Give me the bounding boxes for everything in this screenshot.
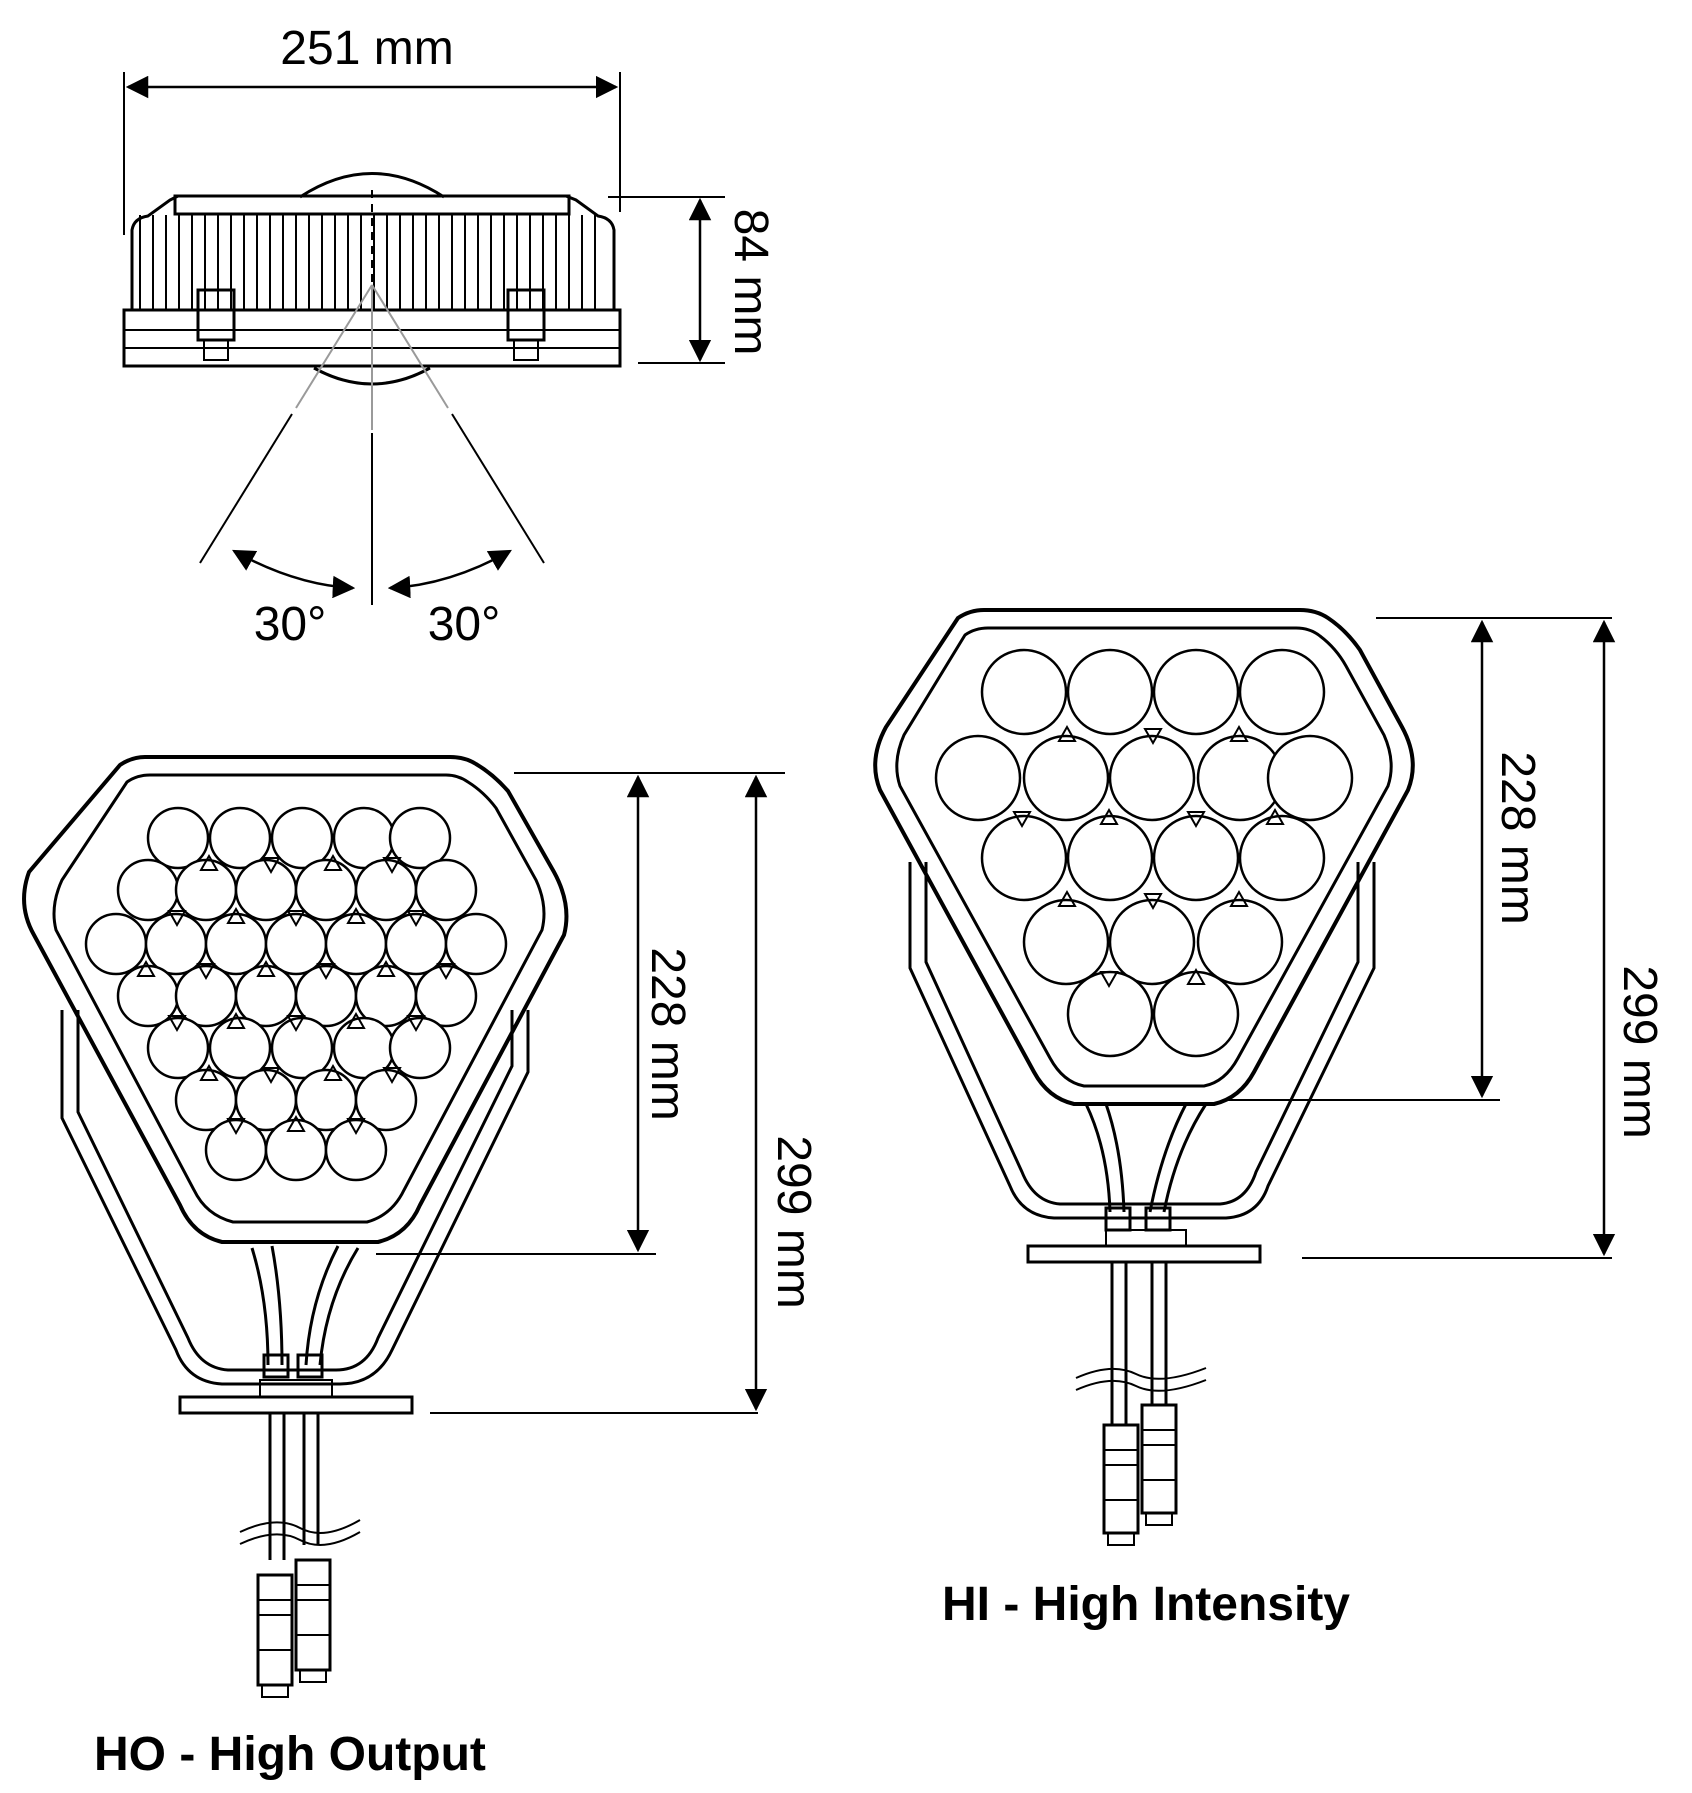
angle-left-label: 30° bbox=[254, 598, 327, 651]
ho-led-circle bbox=[324, 1118, 388, 1182]
hi-led-marker bbox=[1099, 807, 1119, 825]
hi-led-circle bbox=[1022, 898, 1110, 986]
ho-inner-height-label: 228 mm bbox=[641, 947, 694, 1120]
hi-led-circle bbox=[1196, 898, 1284, 986]
ho-led-marker bbox=[323, 1063, 343, 1081]
hi-led-circle bbox=[1238, 648, 1326, 736]
hi-caption: HI - High Intensity bbox=[942, 1578, 1350, 1631]
ho-led-marker bbox=[286, 910, 306, 928]
hi-led-marker bbox=[1229, 724, 1249, 742]
hi-led-marker bbox=[1265, 807, 1285, 825]
ho-view bbox=[22, 755, 569, 1698]
ho-led-marker bbox=[261, 1067, 281, 1085]
hi-led-circle bbox=[1066, 814, 1154, 902]
ho-led-marker bbox=[316, 963, 336, 981]
ho-led-marker bbox=[346, 906, 366, 924]
hi-led-marker bbox=[1229, 889, 1249, 907]
ho-led-circle bbox=[208, 806, 272, 870]
hi-led-circle bbox=[1022, 734, 1110, 822]
ho-led-marker bbox=[376, 959, 396, 977]
ho-led-circle bbox=[414, 858, 478, 922]
ho-led-circle bbox=[388, 1016, 452, 1080]
angle-right-label: 30° bbox=[428, 598, 501, 651]
ho-led-circle bbox=[84, 912, 148, 976]
ho-led-marker bbox=[323, 853, 343, 871]
ho-caption: HO - High Output bbox=[94, 1728, 486, 1781]
hi-led-marker bbox=[1057, 889, 1077, 907]
ho-led-marker bbox=[406, 1015, 426, 1033]
ho-led-marker bbox=[286, 1114, 306, 1132]
hi-led-marker bbox=[1186, 967, 1206, 985]
hi-led-marker bbox=[1143, 728, 1163, 746]
hi-led-marker bbox=[1057, 724, 1077, 742]
hi-led-circle bbox=[1152, 648, 1240, 736]
ho-led-circle bbox=[444, 912, 508, 976]
ho-led-marker bbox=[286, 1015, 306, 1033]
ho-led-circle bbox=[414, 964, 478, 1028]
hi-led-circle bbox=[1266, 734, 1354, 822]
ho-led-marker bbox=[196, 963, 216, 981]
ho-led-marker bbox=[226, 1118, 246, 1136]
ho-led-marker bbox=[167, 1015, 187, 1033]
ho-led-circle bbox=[264, 1118, 328, 1182]
hi-led-circle bbox=[1238, 814, 1326, 902]
hi-led-circle bbox=[1066, 648, 1154, 736]
ho-led-marker bbox=[199, 853, 219, 871]
ho-led-marker bbox=[436, 963, 456, 981]
ho-led-circle bbox=[204, 1118, 268, 1182]
hi-led-circle bbox=[980, 648, 1068, 736]
ho-total-height-label: 299 mm bbox=[767, 1135, 820, 1308]
height-label: 84 mm bbox=[724, 209, 777, 356]
ho-led-circle bbox=[208, 1016, 272, 1080]
width-dimension: 251 mm bbox=[123, 22, 621, 235]
hi-total-height-label: 299 mm bbox=[1613, 965, 1666, 1138]
hi-view bbox=[873, 608, 1415, 1546]
hi-dimensions: 228 mm 299 mm HI - High Intensity bbox=[942, 617, 1666, 1631]
ho-led-marker bbox=[226, 906, 246, 924]
hi-inner-height-label: 228 mm bbox=[1491, 751, 1544, 924]
hi-led-circle bbox=[1108, 734, 1196, 822]
ho-led-marker bbox=[199, 1063, 219, 1081]
ho-led-marker bbox=[226, 1011, 246, 1029]
ho-led-marker bbox=[256, 959, 276, 977]
hi-led-array bbox=[934, 648, 1354, 1058]
ho-led-circle bbox=[146, 806, 210, 870]
ho-dimensions: 228 mm 299 mm HO - High Output bbox=[94, 772, 820, 1781]
hi-led-marker bbox=[1012, 811, 1032, 829]
ho-led-marker bbox=[382, 857, 402, 875]
hi-led-circle bbox=[980, 814, 1068, 902]
hi-led-marker bbox=[1099, 971, 1119, 989]
side-view bbox=[122, 172, 622, 400]
ho-led-circle bbox=[270, 806, 334, 870]
ho-led-marker bbox=[261, 857, 281, 875]
heatsink-fins bbox=[139, 215, 596, 310]
ho-led-marker bbox=[382, 1067, 402, 1085]
hi-led-marker bbox=[1143, 893, 1163, 911]
ho-led-marker bbox=[346, 1118, 366, 1136]
ho-led-marker bbox=[346, 1011, 366, 1029]
ho-led-array bbox=[84, 806, 508, 1182]
ho-led-marker bbox=[167, 910, 187, 928]
width-label: 251 mm bbox=[280, 22, 453, 75]
ho-led-marker bbox=[406, 910, 426, 928]
hi-led-circle bbox=[1152, 814, 1240, 902]
beam-angle: 30° 30° bbox=[199, 284, 545, 651]
hi-led-circle bbox=[934, 734, 1022, 822]
ho-led-circle bbox=[388, 806, 452, 870]
hi-led-circle bbox=[1108, 898, 1196, 986]
ho-led-circle bbox=[146, 1016, 210, 1080]
ho-led-marker bbox=[136, 959, 156, 977]
height-dimension: 84 mm bbox=[608, 196, 777, 364]
hi-led-marker bbox=[1186, 811, 1206, 829]
